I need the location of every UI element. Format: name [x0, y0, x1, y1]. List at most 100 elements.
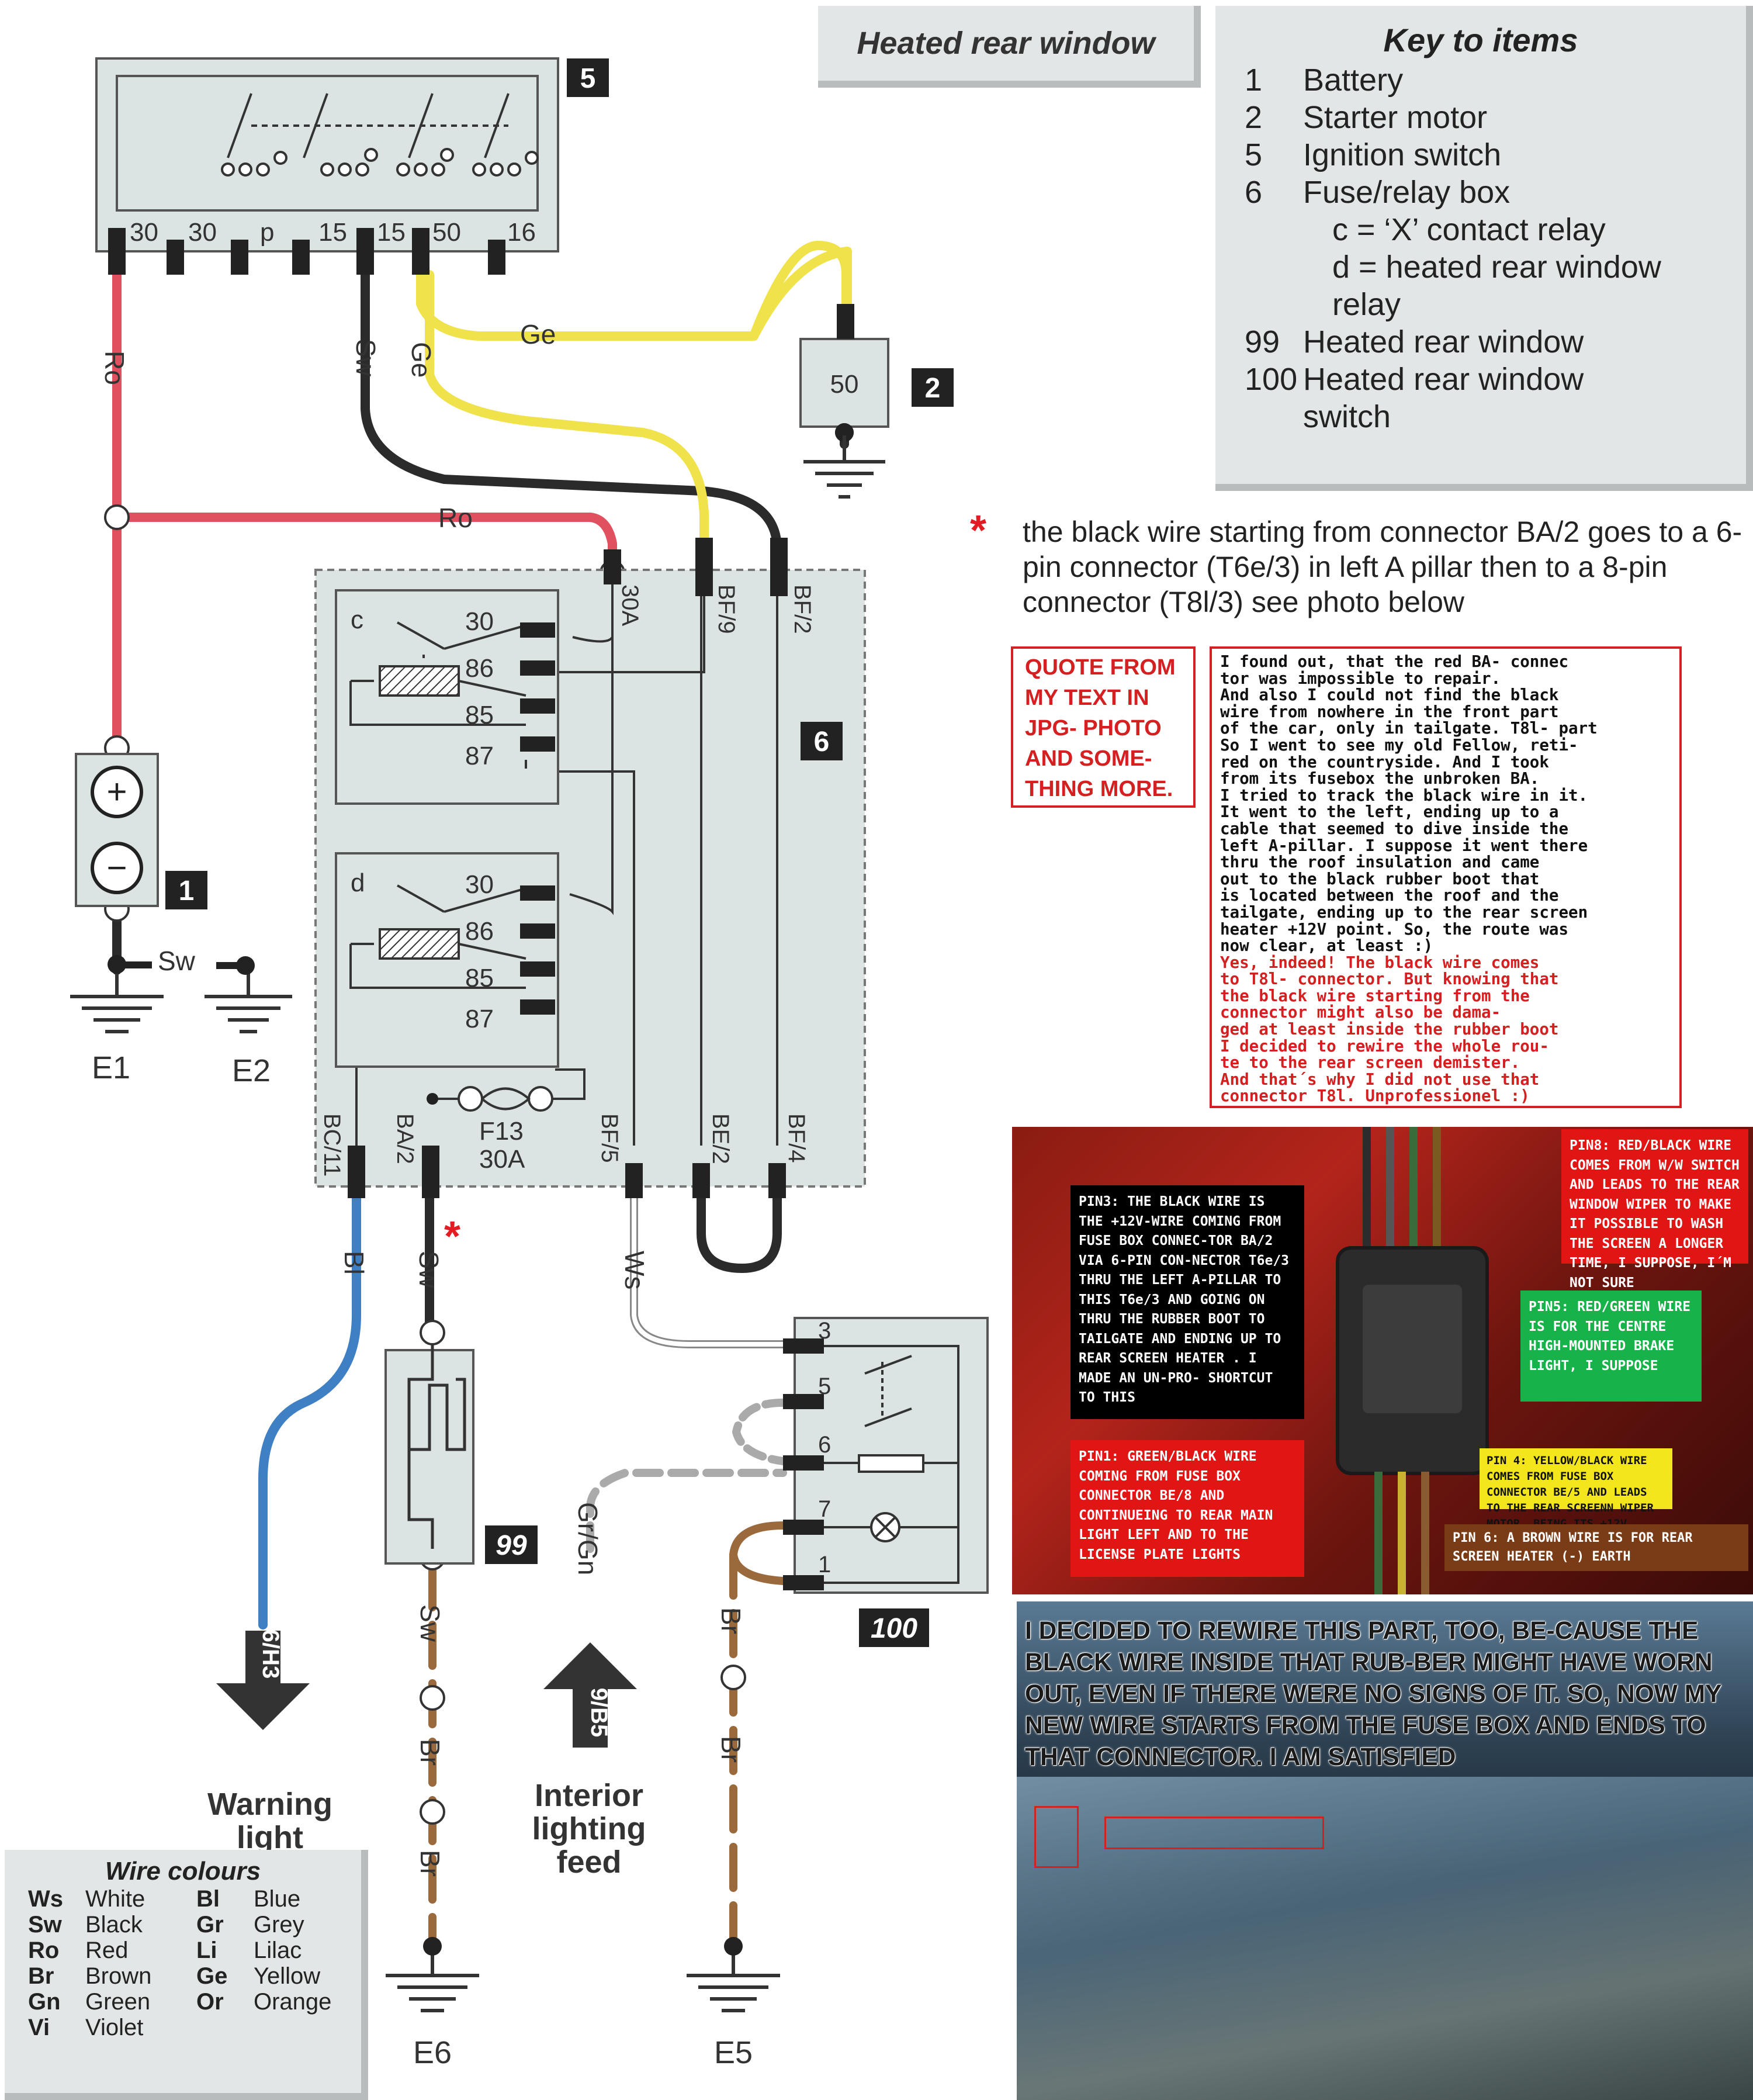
window-view	[1017, 1777, 1753, 2100]
wire-sw-ignition	[361, 270, 782, 554]
caption-highlight	[1104, 1817, 1324, 1849]
heater-number: 99	[496, 1530, 527, 1561]
ground-starter-icon	[803, 435, 885, 499]
note-star: *	[970, 507, 987, 554]
switch-pin-6: 6	[818, 1432, 831, 1458]
relay-d-pin-87: 87	[465, 1005, 494, 1033]
wire-ge-starter-link	[749, 241, 851, 341]
conn-bc11: BC/11	[319, 1113, 345, 1177]
note-text: the black wire starting from connector B…	[1023, 516, 1742, 618]
label-sw-battery: Sw	[158, 946, 196, 976]
ground-e5-icon	[687, 1946, 780, 2012]
wire-bl	[258, 1193, 361, 1630]
fusebox-number-badge	[801, 722, 843, 760]
quote-label: QUOTE FROM MY TEXT IN JPG- PHOTO AND SOM…	[1011, 646, 1196, 808]
switch-pin-5: 5	[818, 1374, 831, 1399]
label-ro-1: Ro	[99, 351, 130, 385]
ground-e2-label: E2	[232, 1053, 271, 1088]
connector-icon	[1339, 1250, 1485, 1472]
heater-element-icon	[407, 1344, 466, 1549]
relay-d-pin-30: 30	[465, 870, 494, 899]
wire-grgn	[586, 1469, 787, 1553]
ground-e2-icon	[205, 970, 292, 1033]
connector-highlight	[1034, 1806, 1079, 1868]
wire-ro-fusebox	[112, 513, 617, 577]
ba2-star: *	[444, 1213, 460, 1260]
wire-ge-fusebox	[425, 270, 709, 554]
conn-bf2: BF/2	[789, 584, 815, 634]
warning-ref: 6/H3	[258, 1630, 283, 1679]
battery-number-badge	[165, 871, 207, 909]
pin5-label: PIN5: RED/GREEN WIRE IS FOR THE CENTRE H…	[1520, 1291, 1702, 1402]
conn-be2: BE/2	[708, 1113, 733, 1164]
key-heading: Key to items	[1383, 22, 1578, 58]
label-br-4: Br	[716, 1736, 746, 1763]
battery-minus-icon	[91, 842, 143, 894]
ign-pin-15a: 15	[318, 218, 347, 247]
relay-d-letter: d	[351, 869, 365, 897]
interior-lighting-arrow: 9/B5	[543, 1642, 637, 1748]
wire-ws	[630, 1194, 787, 1348]
switch-pin-3: 3	[818, 1318, 831, 1344]
switch-pin-7: 7	[818, 1496, 831, 1522]
fuse-name: F13	[479, 1117, 524, 1146]
starter-number: 2	[925, 373, 941, 404]
conn-bf4: BF/4	[784, 1113, 809, 1163]
switch-number-badge	[859, 1608, 929, 1647]
switch-pin-1: 1	[818, 1552, 831, 1577]
key-row: c = ‘X’ contact relay	[1332, 212, 1606, 247]
conn-bf9: BF/9	[713, 584, 739, 634]
ign-pin-p: p	[260, 218, 274, 247]
starter-pin: 50	[830, 370, 859, 399]
label-ge-1: Ge	[406, 342, 436, 378]
label-grgn: Gr/Gn	[573, 1502, 603, 1575]
wire-colours-heading: Wire colours	[105, 1857, 261, 1885]
interior-label-3: feed	[556, 1845, 621, 1880]
pin6-label: PIN 6: A BROWN WIRE IS FOR REAR SCREEN H…	[1444, 1524, 1748, 1571]
conn-ba2: BA/2	[392, 1113, 418, 1164]
label-sw-2: Sw	[414, 1251, 444, 1289]
pin3-label: PIN3: THE BLACK WIRE IS THE +12V-WIRE CO…	[1070, 1185, 1304, 1419]
heater-box	[384, 1349, 474, 1565]
key-row: d = heated rear window relay	[1332, 250, 1661, 322]
label-ge-2: Ge	[520, 319, 556, 350]
switch-number: 100	[871, 1613, 917, 1644]
warning-label-1: Warning	[207, 1787, 332, 1822]
ignition-number: 5	[580, 63, 596, 94]
ground-e6-label: E6	[413, 2035, 452, 2070]
wire-sw-loop	[697, 1193, 782, 1273]
page-title: Heated rear window	[818, 6, 1201, 88]
ign-pin-30a: 30	[130, 218, 158, 247]
ign-pin-50: 50	[432, 218, 461, 247]
pin4-label: PIN 4: YELLOW/BLACK WIRE COMES FROM FUSE…	[1480, 1448, 1672, 1530]
interior-ref: 9/B5	[586, 1688, 612, 1738]
star-note: * the black wire starting from connector…	[970, 507, 1747, 620]
label-ro-2: Ro	[438, 503, 473, 533]
relay-c-letter: c	[351, 606, 363, 634]
warning-light-arrow: 6/H3	[216, 1630, 310, 1730]
relay-c-pin-86: 86	[465, 654, 494, 683]
quote-box: I found out, that the red BA- connec tor…	[1210, 646, 1682, 1108]
relay-d-pin-86: 86	[465, 917, 494, 946]
starter-number-badge	[912, 368, 954, 407]
ignition-switch-inner	[116, 75, 539, 212]
svg-text:+: +	[106, 772, 127, 811]
battery-number: 1	[179, 876, 195, 907]
pin1-label: PIN1: GREEN/BLACK WIRE COMING FROM FUSE …	[1070, 1440, 1304, 1577]
conn-30a: 30A	[617, 584, 643, 626]
wire-ws-inner	[632, 1196, 785, 1347]
connector-photo: PIN3: THE BLACK WIRE IS THE +12V-WIRE CO…	[1012, 1127, 1753, 1594]
heater-number-badge	[485, 1525, 538, 1564]
fuse-f13	[427, 1086, 553, 1112]
label-br-1: Br	[415, 1739, 445, 1766]
tailgate-photo: I DECIDED TO REWIRE THIS PART, TOO, BE-C…	[1017, 1601, 1753, 2100]
